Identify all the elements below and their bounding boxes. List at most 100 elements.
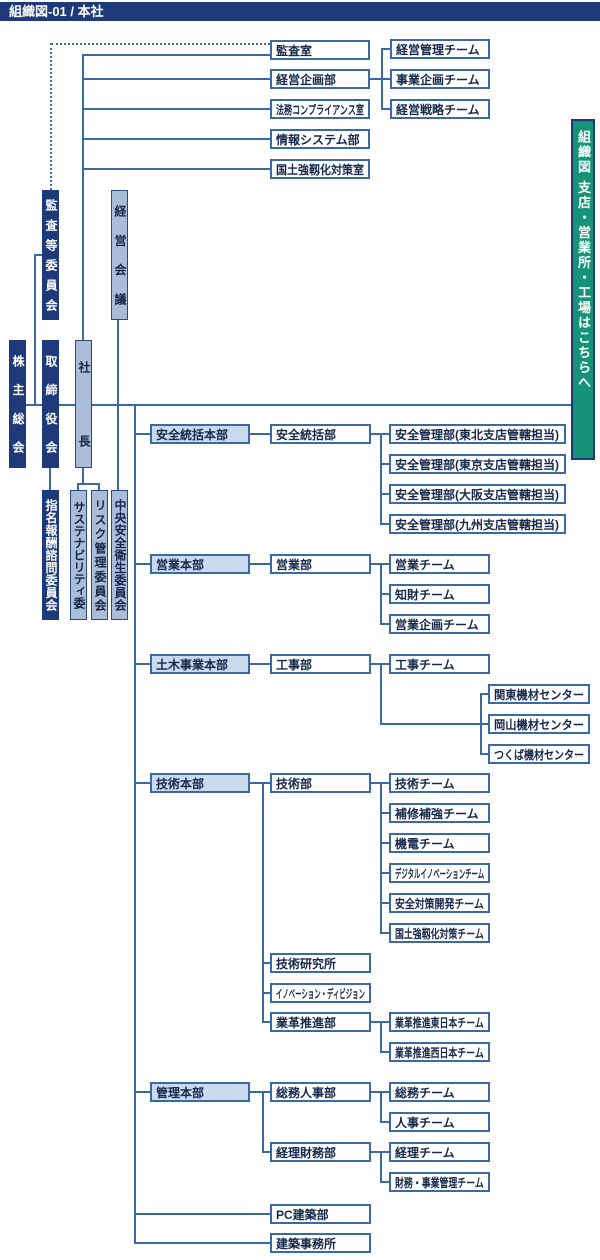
page-title: 組織図-01 / 本社 (9, 4, 104, 19)
branch-org-chart-link[interactable]: 組織図 支店・営業所・工場はこちらへ (571, 119, 595, 460)
safety-dept-box: 安全統括部 (270, 424, 371, 444)
connector-dotted (50, 43, 52, 190)
connector-dotted (51, 43, 270, 45)
connector (371, 433, 381, 435)
connector (380, 872, 389, 874)
connector (262, 1021, 270, 1023)
sales-dept-box: 営業部 (270, 554, 371, 574)
shareholders-meeting-box: 株主総会 (9, 340, 26, 468)
connector (480, 753, 488, 755)
civil-hq-box: 土木事業本部 (150, 654, 250, 674)
sustainability-committee-box: サステナビリティ委員会 (70, 490, 87, 620)
connector (250, 433, 270, 435)
okayama-equipment-center-box: 岡山機材センター (488, 714, 590, 734)
repair-reinforce-team-box: 補修補強チーム (389, 803, 490, 823)
connector (83, 78, 270, 80)
tech-research-institute-box: 技術研究所 (270, 953, 371, 973)
connector (380, 1021, 389, 1023)
connector (380, 563, 389, 565)
connector (380, 593, 389, 595)
connector (371, 563, 381, 565)
sales-planning-team-box: 営業企画チーム (389, 614, 490, 634)
sales-team-box: 営業チーム (389, 554, 490, 574)
connector (381, 78, 390, 80)
connector (250, 782, 270, 784)
connector (380, 782, 389, 784)
connector (380, 1021, 382, 1053)
connector (134, 663, 150, 665)
kanto-equipment-center-box: 関東機材センター (488, 684, 590, 704)
connector (380, 523, 389, 525)
connector (26, 404, 571, 406)
connector (34, 254, 36, 405)
management-council-box: 経営会議 (111, 190, 128, 320)
safety-mgmt-kyushu-box: 安全管理部(九州支店管轄担当) (389, 514, 566, 534)
audit-committee-box: 監査等委員会 (42, 190, 59, 320)
connector (262, 992, 270, 994)
connector (35, 254, 42, 256)
reform-east-team-box: 業革推進東日本チーム (389, 1012, 490, 1032)
connector (480, 693, 488, 695)
connector (380, 1121, 389, 1123)
resilience-team-box: 国土強靱化対策チーム (389, 923, 490, 943)
construction-team-box: 工事チーム (389, 654, 490, 674)
architecture-office-box: 建築事務所 (270, 1233, 371, 1253)
tech-hq-box: 技術本部 (150, 773, 250, 793)
info-systems-dept-box: 情報システム部 (270, 129, 370, 149)
connector (380, 663, 389, 665)
corporate-planning-dept-box: 経営企画部 (270, 69, 370, 89)
connector (380, 782, 382, 934)
admin-hq-box: 管理本部 (150, 1082, 250, 1102)
general-affairs-hr-dept-box: 総務人事部 (270, 1082, 371, 1102)
connector (380, 723, 488, 725)
safety-mgmt-tohoku-box: 安全管理部(東北支店管轄担当) (389, 424, 566, 444)
connector (117, 319, 119, 491)
construction-dept-box: 工事部 (270, 654, 371, 674)
connector (262, 1151, 270, 1153)
legal-compliance-office-box: 法務コンプライアンス室 (270, 99, 370, 119)
connector (134, 404, 136, 1243)
connector (380, 433, 382, 525)
connector (134, 1091, 150, 1093)
digital-innovation-team-box: デジタルイノベーションチーム (389, 863, 490, 883)
connector (98, 483, 100, 491)
connector (380, 932, 389, 934)
electromechanical-team-box: 機電チーム (389, 833, 490, 853)
connector (380, 433, 389, 435)
management-strategy-team-box: 経営戦略チーム (390, 99, 490, 119)
accounting-finance-dept-box: 経理財務部 (270, 1142, 371, 1162)
connector (380, 1091, 389, 1093)
board-of-directors-box: 取締役会 (42, 340, 59, 468)
tsukuba-equipment-center-box: つくば機材センター (488, 744, 590, 764)
reform-promotion-dept-box: 業革推進部 (270, 1012, 371, 1032)
connector (134, 563, 150, 565)
connector (380, 1181, 389, 1183)
connector (380, 1051, 389, 1053)
audit-office-box: 監査室 (270, 40, 370, 60)
connector (381, 48, 390, 50)
connector (380, 623, 389, 625)
hr-team-box: 人事チーム (389, 1112, 490, 1132)
connector (77, 483, 79, 491)
connector (380, 463, 389, 465)
connector (82, 467, 84, 485)
safety-dev-team-box: 安全対策開発チーム (389, 893, 490, 913)
management-admin-team-box: 経営管理チーム (390, 39, 490, 59)
connector (250, 663, 270, 665)
connector (82, 54, 84, 341)
president-box: 社長 (75, 340, 92, 468)
connector (371, 782, 381, 784)
business-planning-team-box: 事業企画チーム (390, 69, 490, 89)
nomination-compensation-committee-box: 指名報酬諮問委員会 (42, 490, 59, 620)
accounting-team-box: 経理チーム (389, 1142, 490, 1162)
connector (83, 108, 270, 110)
safety-mgmt-tokyo-box: 安全管理部(東京支店管轄担当) (389, 454, 566, 474)
connector (49, 467, 51, 490)
connector (250, 1091, 270, 1093)
general-affairs-team-box: 総務チーム (389, 1082, 490, 1102)
connector (380, 663, 382, 725)
connector (480, 693, 482, 755)
connector (83, 168, 270, 170)
ip-team-box: 知財チーム (389, 584, 490, 604)
central-safety-health-committee-box: 中央安全衛生委員会 (111, 490, 128, 620)
